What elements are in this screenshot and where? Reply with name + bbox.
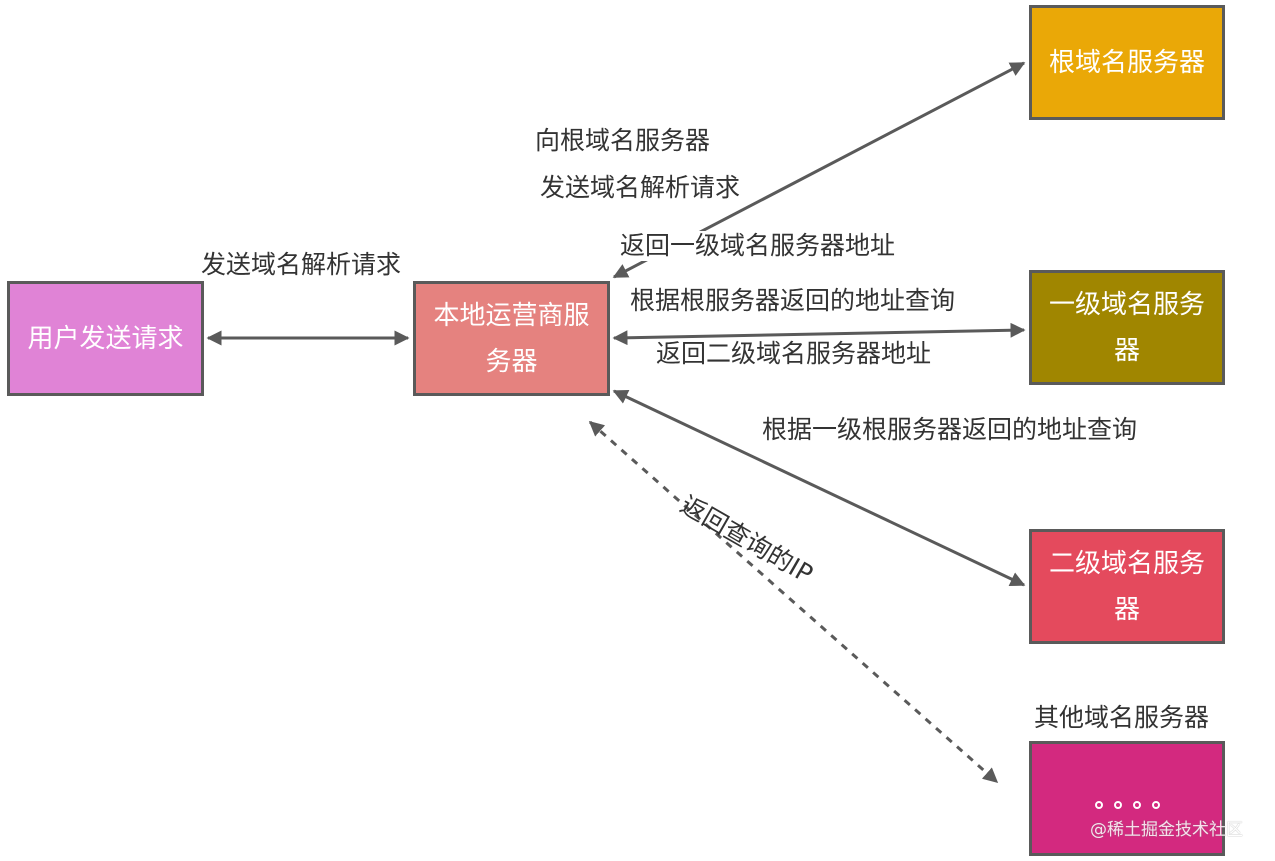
user-request-label: 用户发送请求: [27, 323, 184, 354]
local-isp-server-label-line1: 本地运营商服: [433, 300, 590, 331]
local-isp-server-node: 本地运营商服 务器: [413, 281, 610, 396]
other-dns-server-node: [1029, 741, 1225, 856]
other-dns-server-ellipsis: [1029, 790, 1225, 820]
ellipsis-dot: [1151, 801, 1160, 809]
edge-label-root-request-line1: 向根域名服务器: [535, 126, 711, 155]
edge-label-root-request-line2: 发送域名解析请求: [540, 173, 741, 202]
edge-label-tld-return: 返回二级域名服务器地址: [656, 339, 932, 368]
edge-label-user-to-local: 发送域名解析请求: [201, 250, 402, 279]
ellipsis-dot: [1132, 801, 1141, 809]
sld-dns-server-label-line1: 二级域名服务: [1048, 548, 1205, 579]
tld-dns-server-label-line2: 器: [1113, 335, 1140, 366]
ellipsis-dot: [1094, 801, 1103, 809]
watermark: @稀土掘金技术社区: [1090, 820, 1243, 840]
edge-label-root-return: 返回一级域名服务器地址: [618, 231, 898, 261]
user-request-node: 用户发送请求: [7, 281, 204, 396]
tld-dns-server-label-line1: 一级域名服务: [1048, 289, 1205, 320]
ellipsis-dot: [1113, 801, 1122, 809]
arrow-local-other-dashed: [588, 420, 999, 784]
root-dns-server-node: 根域名服务器: [1029, 5, 1225, 120]
sld-dns-server-node: 二级域名服务 器: [1029, 529, 1225, 644]
edge-label-tld-request: 根据根服务器返回的地址查询: [628, 286, 958, 316]
tld-dns-server-node: 一级域名服务 器: [1029, 270, 1225, 385]
arrow-local-tld: [612, 322, 1026, 346]
other-dns-server-title: 其他域名服务器: [1034, 703, 1210, 732]
local-isp-server-label-line2: 务器: [485, 346, 538, 377]
root-dns-server-label: 根域名服务器: [1048, 47, 1205, 78]
edge-label-sld-request: 根据一级根服务器返回的地址查询: [762, 415, 1138, 444]
sld-dns-server-label-line2: 器: [1113, 594, 1140, 625]
